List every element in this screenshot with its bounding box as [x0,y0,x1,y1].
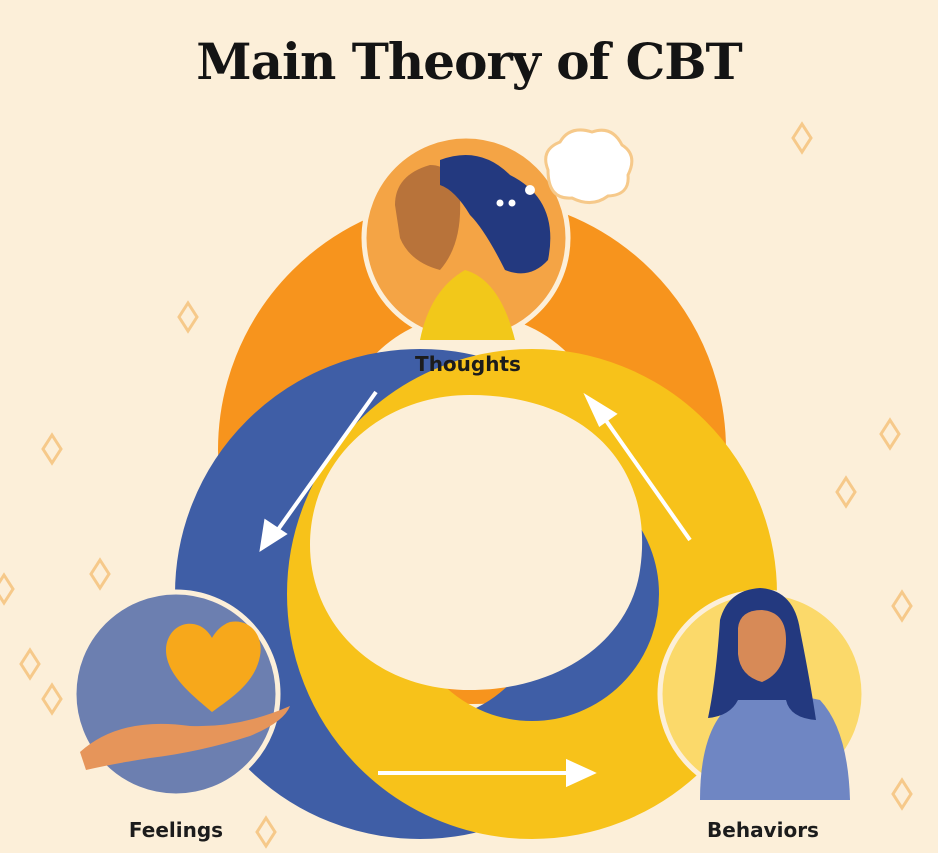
diamond-icon [89,557,111,591]
thoughts-label: Thoughts [415,352,521,376]
decorative-diamonds [0,121,913,849]
diamond-icon [255,815,277,849]
feelings-node [71,589,290,799]
diamond-icon [791,121,813,155]
arrow-head-icon [259,518,288,553]
diamond-icon [177,300,199,334]
page-title: Main Theory of CBT [196,32,743,91]
woman-illustration [700,694,850,800]
diamond-icon [891,777,913,811]
diamond-icon [41,682,63,716]
behaviors-node [657,588,867,800]
diamond-icon [19,647,41,681]
open-hand-illustration [80,706,290,770]
behaviors-label: Behaviors [707,818,819,842]
heart-icon [166,621,261,712]
diamond-icon [879,417,901,451]
feelings-label: Feelings [128,818,224,842]
diamond-icon [891,589,913,623]
diamond-icon [835,475,857,509]
diamond-icon [0,572,15,606]
inner-space [310,395,643,690]
cycle-arrows [259,390,692,788]
thought-bubble-icon [544,128,634,204]
arrow-head-icon [583,392,618,428]
arrow-head-icon [566,758,597,788]
thoughts-node [361,128,634,343]
diamond-icon [41,432,63,466]
thinking-woman-illustration [420,270,515,340]
